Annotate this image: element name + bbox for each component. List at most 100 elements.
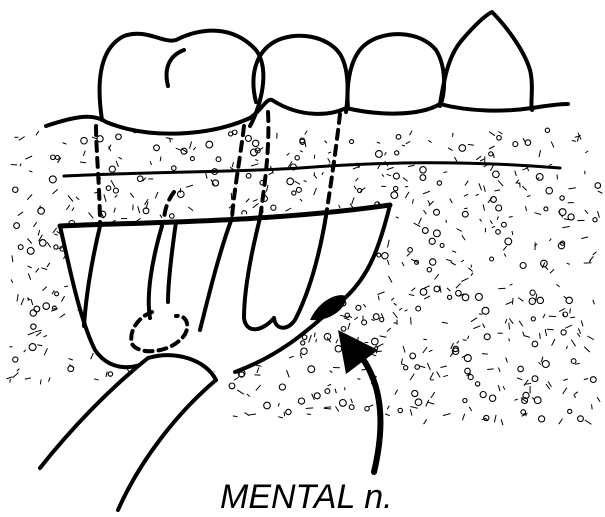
- stipple-dot: [489, 395, 495, 401]
- stipple-dash: [63, 143, 67, 145]
- stipple-dash: [254, 375, 260, 376]
- stipple-dot: [420, 167, 426, 173]
- stipple-dash: [352, 197, 354, 204]
- stipple-dot: [513, 142, 518, 147]
- stipple-dash: [387, 260, 389, 265]
- stipple-dash: [53, 228, 57, 233]
- stipple-dash: [450, 199, 453, 204]
- stipple-dot: [496, 230, 501, 235]
- stipple-dash: [249, 414, 256, 415]
- stipple-dash: [300, 199, 302, 201]
- stipple-dash: [40, 206, 41, 210]
- stipple-dash: [435, 274, 439, 279]
- stipple-dash: [391, 298, 394, 301]
- stipple-dot: [568, 409, 572, 413]
- stipple-dash: [133, 205, 134, 211]
- stipple-dash: [489, 146, 495, 149]
- stipple-dash: [448, 148, 453, 151]
- stipple-dash: [559, 308, 565, 311]
- stipple-dash: [387, 174, 392, 176]
- stipple-dash: [58, 248, 63, 249]
- stipple-dash: [519, 321, 523, 327]
- stipple-dash: [409, 294, 415, 295]
- stipple-dash: [480, 159, 484, 161]
- stipple-dash: [12, 255, 13, 262]
- stipple-dash: [24, 350, 26, 352]
- stipple-dash: [54, 234, 58, 235]
- stipple-dash: [160, 215, 162, 218]
- stipple-dash: [423, 347, 427, 353]
- stipple-dash: [300, 151, 303, 153]
- stipple-dash: [498, 132, 502, 135]
- stipple-dash: [569, 188, 576, 189]
- stipple-dash: [314, 188, 317, 195]
- stipple-dash: [388, 240, 390, 248]
- stipple-dot: [229, 383, 235, 389]
- stipple-dash: [498, 385, 500, 391]
- stipple-dot: [475, 293, 482, 300]
- stipple-dot: [54, 245, 58, 249]
- stipple-dash: [452, 251, 456, 253]
- stipple-dash: [456, 284, 461, 289]
- stipple-dot: [404, 366, 408, 370]
- stipple-dash: [17, 369, 20, 372]
- stipple-dot: [27, 248, 34, 255]
- stipple-dash: [408, 165, 415, 166]
- stipple-dash: [427, 363, 430, 370]
- stipple-dash: [278, 417, 283, 418]
- stipple-dash: [476, 156, 481, 160]
- stipple-dash: [382, 174, 384, 176]
- stipple-dot: [116, 134, 122, 140]
- stipple-dash: [44, 335, 47, 337]
- stipple-dash: [411, 288, 415, 291]
- stipple-dot: [81, 137, 88, 144]
- stipple-dash: [598, 211, 600, 218]
- stipple-dash: [28, 298, 29, 301]
- stipple-dash: [461, 260, 464, 262]
- stipple-dot: [505, 238, 512, 245]
- stipple-dash: [387, 167, 394, 169]
- stipple-dot: [109, 166, 115, 172]
- stipple-dash: [427, 402, 434, 404]
- stipple-dot: [590, 377, 596, 383]
- stipple-dash: [585, 151, 588, 153]
- stipple-dash: [420, 366, 426, 368]
- stipple-dash: [47, 263, 50, 268]
- stipple-dash: [476, 194, 479, 195]
- stipple-dash: [461, 278, 468, 281]
- stipple-dash: [598, 191, 603, 193]
- stipple-dash: [514, 399, 517, 400]
- stipple-dash: [43, 287, 47, 291]
- stipple-dash: [233, 416, 238, 417]
- stipple-dot: [113, 188, 118, 193]
- stipple-dot: [245, 135, 251, 141]
- stipple-dot: [51, 155, 56, 160]
- stipple-dash: [377, 351, 382, 352]
- stipple-dot: [542, 361, 549, 368]
- stipple-dash: [545, 329, 546, 336]
- stipple-dash: [585, 420, 592, 424]
- stipple-dash: [150, 161, 151, 165]
- stipple-dot: [484, 334, 490, 340]
- stipple-dash: [31, 299, 33, 305]
- stipple-dash: [27, 195, 32, 200]
- stipple-dot: [13, 357, 18, 362]
- stipple-dash: [116, 161, 118, 167]
- stipple-dash: [378, 292, 385, 295]
- stipple-dot: [408, 248, 413, 253]
- stipple-dash: [494, 154, 495, 158]
- stipple-dash: [64, 286, 68, 287]
- stipple-dash: [69, 359, 73, 361]
- stipple-dot: [437, 181, 441, 185]
- stipple-dash: [524, 380, 528, 386]
- stipple-dash: [584, 379, 589, 380]
- stipple-dash: [402, 145, 405, 146]
- stipple-dash: [10, 379, 11, 383]
- stipple-dash: [387, 406, 389, 410]
- stipple-dash: [49, 377, 51, 381]
- stipple-dot: [40, 240, 47, 247]
- crown-fill: [100, 12, 532, 135]
- stipple-dot: [341, 327, 346, 332]
- stipple-dash: [540, 333, 541, 339]
- stipple-dash: [253, 203, 259, 207]
